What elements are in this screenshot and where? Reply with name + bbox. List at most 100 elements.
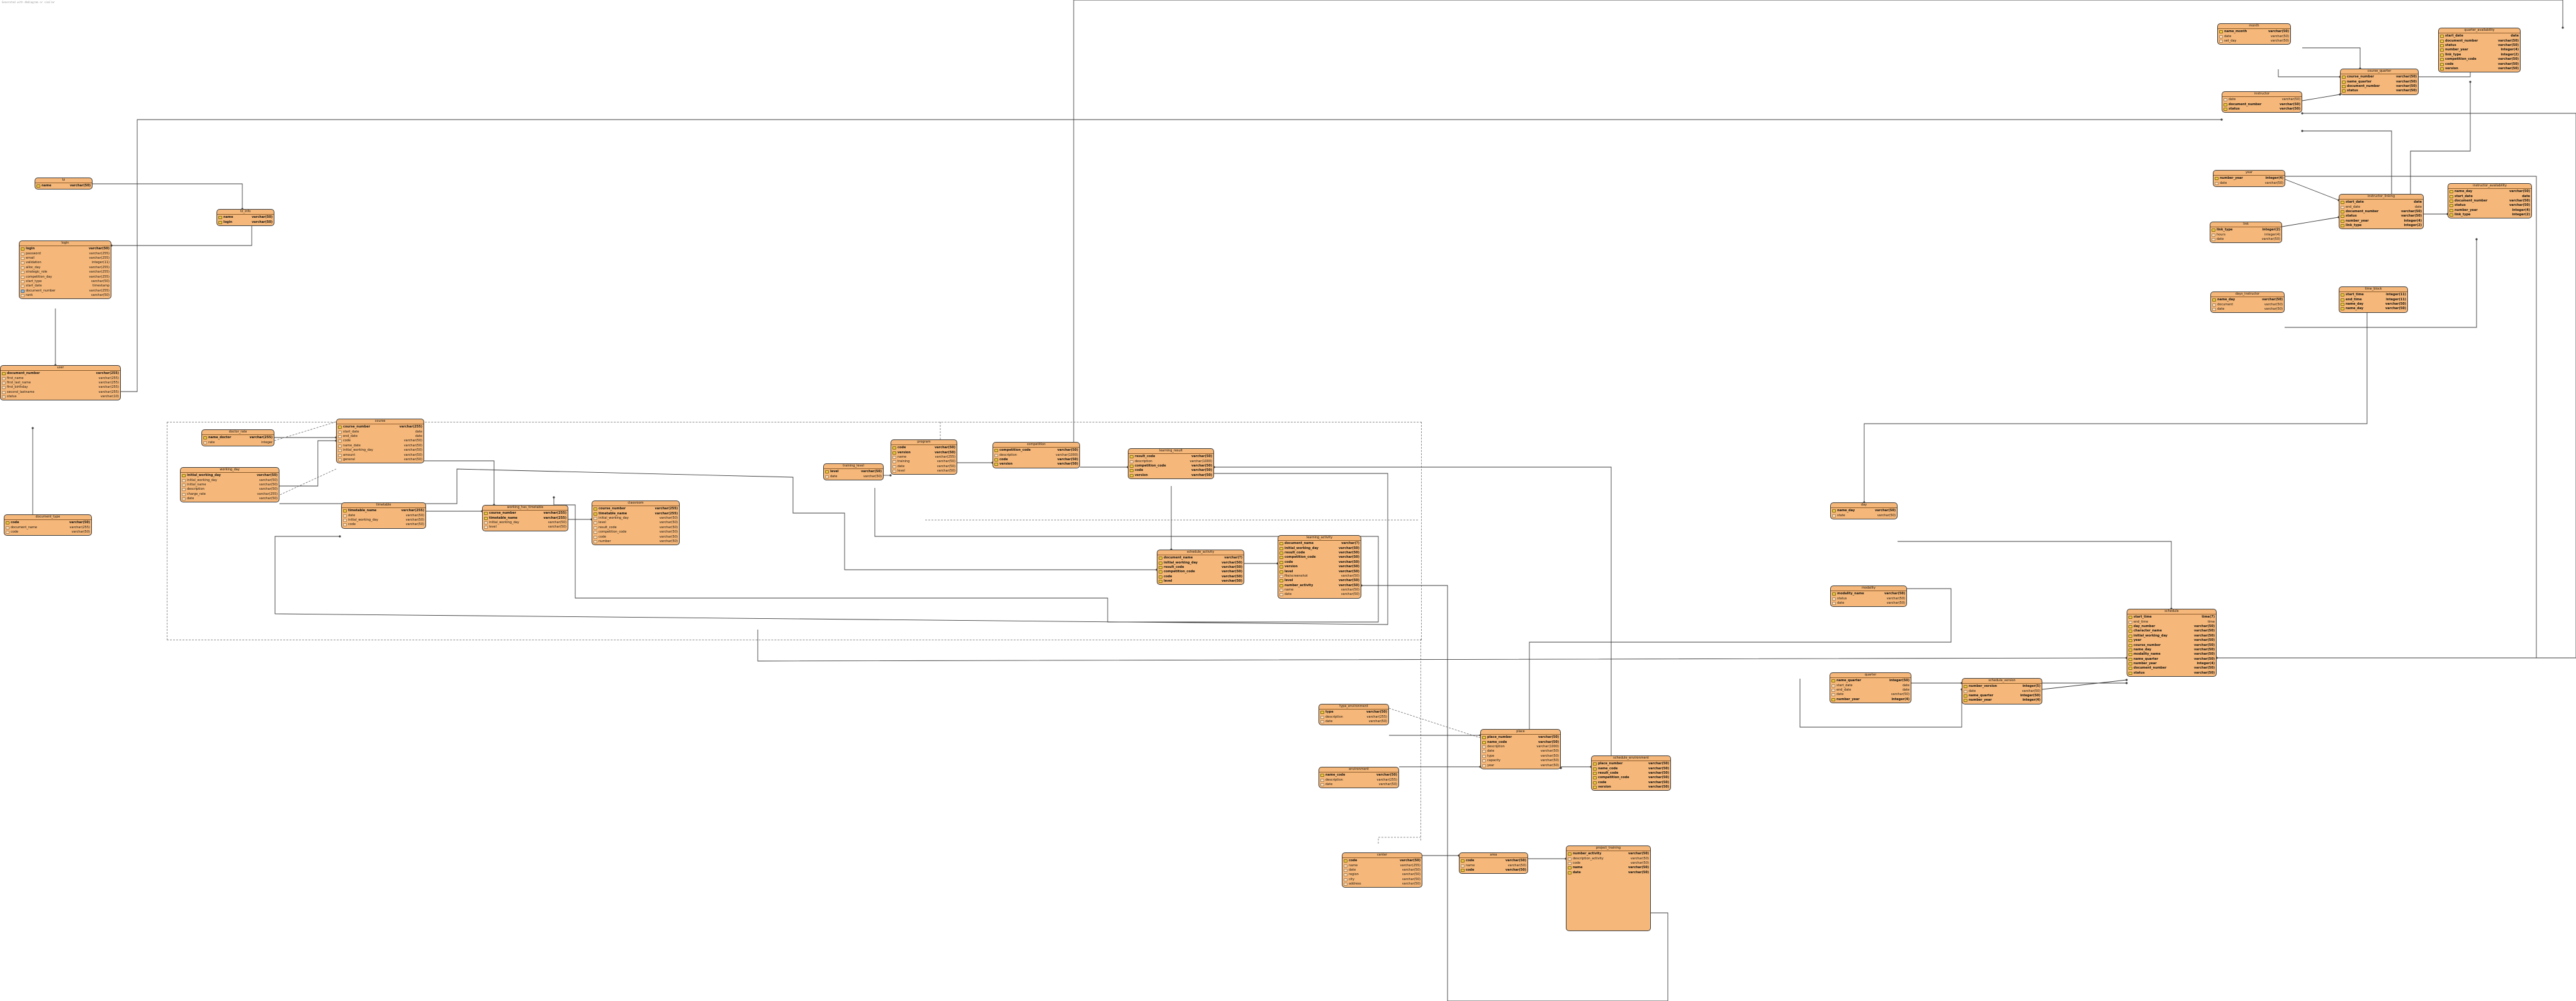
column-row[interactable]: name_monthvarchar(50) <box>2219 30 2289 34</box>
column-row[interactable]: result_codevarchar(50) <box>1593 771 1669 776</box>
column-row[interactable]: document_namevarchar(?) <box>1159 556 1242 560</box>
column-row[interactable]: codevarchar(50) <box>1130 468 1212 473</box>
column-row[interactable]: versionvarchar(50) <box>1593 785 1669 789</box>
column-row[interactable]: start_typevarchar(50) <box>21 280 110 284</box>
column-row[interactable]: addressvarchar(50) <box>1344 882 1420 886</box>
column-row[interactable]: strategic_rolevarchar(255) <box>21 270 110 274</box>
column-row[interactable]: datevarchar(50) <box>2215 181 2283 185</box>
column-row[interactable]: codevarchar(50) <box>1461 868 1526 873</box>
table-area[interactable]: areacodevarchar(50)namevarchar(50)codeva… <box>1459 852 1528 874</box>
column-row[interactable]: typevarchar(50) <box>1320 710 1387 715</box>
column-row[interactable]: number_yearinteger(4) <box>2129 662 2215 666</box>
column-row[interactable]: initial_working_dayvarchar(50) <box>182 473 278 478</box>
table-competition[interactable]: competitioncompetition_codevarchar(50)de… <box>993 442 1080 468</box>
column-row[interactable]: number_activityvarchar(50) <box>1280 584 1359 588</box>
column-row[interactable]: namevarchar(50) <box>218 215 273 220</box>
column-row[interactable]: document_numbervarchar(50) <box>2342 84 2417 89</box>
table-working-day[interactable]: working_dayinitial_working_dayvarchar(50… <box>180 467 279 503</box>
column-row[interactable]: number_yearinteger(4) <box>2215 176 2283 181</box>
column-row[interactable]: start_datedate <box>2341 200 2422 205</box>
column-row[interactable]: document_numbervarchar(50) <box>2224 102 2300 106</box>
column-row[interactable]: file/screenshotvarchar(50) <box>1280 574 1359 579</box>
column-row[interactable]: modality_namevarchar(50) <box>1832 592 1905 596</box>
column-row[interactable]: timetable_namevarchar(255) <box>593 511 678 516</box>
column-row[interactable]: codevarchar(50) <box>994 458 1078 462</box>
table-schedule-environment[interactable]: schedule_environmentplace_numbervarchar(… <box>1591 755 1671 791</box>
column-row[interactable]: competition_codevarchar(50) <box>1593 776 1669 780</box>
column-row[interactable]: course_numbervarchar(255) <box>593 507 678 511</box>
column-row[interactable]: levelvarchar(50) <box>825 470 882 474</box>
column-row[interactable]: competition_codevarchar(50) <box>593 530 678 534</box>
column-row[interactable]: namevarchar(50) <box>37 184 91 188</box>
column-row[interactable]: result_codevarchar(50) <box>1130 455 1212 459</box>
table-modality[interactable]: modalitymodality_namevarchar(50)statusva… <box>1830 585 1907 608</box>
column-row[interactable]: emailvarchar(255) <box>21 256 110 261</box>
column-row[interactable]: levelvarchar(50) <box>892 469 955 473</box>
table-year[interactable]: yearnumber_yearinteger(4)datevarchar(50) <box>2213 170 2285 187</box>
table-days-instructor[interactable]: days_instructorname_dayvarchar(50)docume… <box>2210 291 2285 314</box>
table-instructor[interactable]: instructordatevarchar(50)document_number… <box>2222 91 2302 113</box>
table-login[interactable]: loginloginvarchar(50)passwordvarchar(255… <box>19 240 111 300</box>
column-row[interactable]: namevarchar(255) <box>892 455 955 460</box>
column-row[interactable]: name_dayvarchar(50) <box>2341 302 2406 307</box>
column-row[interactable]: datevarchar(50) <box>1320 783 1397 787</box>
column-row[interactable]: timetable_namevarchar(255) <box>343 509 424 513</box>
column-row[interactable]: regionvarchar(50) <box>1344 873 1420 877</box>
column-row[interactable]: document_numbervarchar(50) <box>2440 38 2519 43</box>
column-row[interactable]: link_typeinteger(2) <box>2212 228 2280 232</box>
column-row[interactable]: descriptionvarchar(1000) <box>994 453 1078 457</box>
column-row[interactable]: end_datedate <box>338 434 422 439</box>
table-doctor-rate[interactable]: doctor_ratename_doctorvarchar(255)ratein… <box>201 429 274 446</box>
column-row[interactable]: descriptionvarchar(1000) <box>1130 459 1212 463</box>
column-row[interactable]: hoursinteger(4) <box>2212 232 2280 237</box>
column-row[interactable]: first_last_namevarchar(255) <box>2 381 119 385</box>
table-course[interactable]: coursecourse_numbervarchar(255)start_dat… <box>336 419 424 464</box>
table-learning-activity[interactable]: learning_activitydocument_namevarchar(?)… <box>1278 535 1361 599</box>
column-row[interactable]: competition_codevarchar(50) <box>1130 464 1212 468</box>
table-quarter[interactable]: quartername_quarterinteger(50)start_date… <box>1830 672 1911 703</box>
table-quarter-availability[interactable]: quarter_availabilitystart_datedatedocume… <box>2438 28 2521 73</box>
column-row[interactable]: place_numbervarchar(50) <box>1482 735 1559 740</box>
column-row[interactable]: modality_namevarchar(50) <box>2129 652 2215 657</box>
column-row[interactable]: set_dayvarchar(50) <box>2219 39 2289 43</box>
column-row[interactable]: document_numbervarchar(255) <box>21 289 110 293</box>
column-row[interactable]: descriptionvarchar(255) <box>1320 715 1387 719</box>
column-row[interactable]: statusvarchar(50) <box>2342 89 2417 93</box>
column-row[interactable]: documentvarchar(50) <box>2212 302 2283 307</box>
column-row[interactable]: statusvarchar(50) <box>2449 203 2530 208</box>
table-type-environment[interactable]: type_environmenttypevarchar(50)descripti… <box>1319 704 1389 726</box>
table-link[interactable]: linklink_typeinteger(2)hoursinteger(4)da… <box>2210 222 2282 244</box>
column-row[interactable]: description_activityvarchar(50) <box>1568 856 1649 861</box>
column-row[interactable]: rateinteger <box>203 440 273 444</box>
column-row[interactable]: first_birthdayvarchar(255) <box>2 385 119 390</box>
table-schedule-activity[interactable]: schedule_activitydocument_namevarchar(?)… <box>1157 550 1244 585</box>
column-row[interactable]: codevarchar(50) <box>892 446 955 450</box>
column-row[interactable]: descriptionvarchar(1000) <box>1482 745 1559 749</box>
column-row[interactable]: codevarchar(50) <box>1568 861 1649 866</box>
column-row[interactable]: start_datedate <box>338 429 422 434</box>
column-row[interactable]: course_numbervarchar(255) <box>338 425 422 429</box>
column-row[interactable]: name_quartervarchar(50) <box>2342 79 2417 84</box>
column-row[interactable]: codevarchar(50) <box>343 523 424 527</box>
column-row[interactable]: trainingvarchar(50) <box>892 460 955 464</box>
table-classroom[interactable]: classroomcourse_numbervarchar(255)timeta… <box>592 500 680 546</box>
column-row[interactable]: initial_working_dayvarchar(50) <box>484 521 566 525</box>
column-row[interactable]: descriptionvarchar(255) <box>1320 778 1397 782</box>
column-row[interactable]: codevarchar(50) <box>1159 575 1242 579</box>
column-row[interactable]: versionvarchar(50) <box>1130 473 1212 478</box>
column-row[interactable]: name_quartervarchar(50) <box>2129 657 2215 662</box>
column-row[interactable]: versionvarchar(50) <box>892 450 955 455</box>
column-row[interactable]: number_yearinteger(4) <box>2440 48 2519 52</box>
column-row[interactable]: datevarchar(50) <box>2224 98 2300 102</box>
column-row[interactable]: codevarchar(50) <box>1280 560 1359 565</box>
column-row[interactable]: loginvarchar(50) <box>218 220 273 224</box>
column-row[interactable]: start_datedate <box>1831 683 1910 687</box>
column-row[interactable]: initial_working_dayvarchar(50) <box>343 518 424 523</box>
column-row[interactable]: competition_codevarchar(50) <box>1280 555 1359 560</box>
column-row[interactable]: number_activityvarchar(50) <box>1568 852 1649 856</box>
table-place[interactable]: placeplace_numbervarchar(50)name_codevar… <box>1480 729 1561 769</box>
column-row[interactable]: end_datedate <box>1831 688 1910 693</box>
column-row[interactable]: statevarchar(50) <box>1832 513 1896 517</box>
column-row[interactable]: course_numbervarchar(50) <box>2342 75 2417 79</box>
table-course-quarter[interactable]: course_quartercourse_numbervarchar(50)na… <box>2340 69 2419 95</box>
